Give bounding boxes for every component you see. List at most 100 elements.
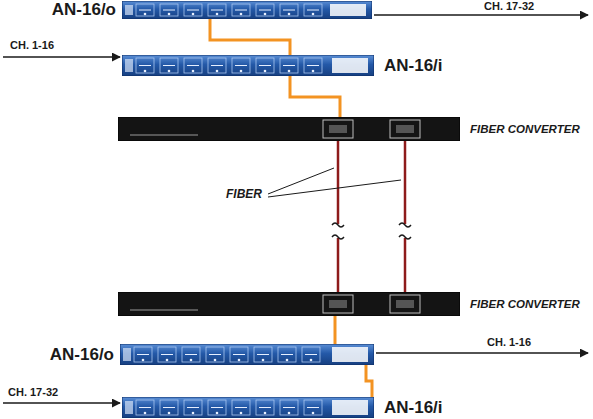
channel-module xyxy=(160,400,178,415)
port-socket xyxy=(396,300,414,308)
led xyxy=(286,359,289,362)
led xyxy=(144,13,147,16)
module-mark xyxy=(211,407,223,408)
logo-plate xyxy=(123,348,131,361)
unit-name: AN-16/i xyxy=(384,398,443,418)
rack-unit: AN-16/o xyxy=(120,344,374,365)
channel-module xyxy=(206,347,224,362)
port-socket xyxy=(396,125,414,133)
led xyxy=(168,412,171,415)
converter-body xyxy=(118,292,460,316)
break-tilde xyxy=(332,223,344,239)
module-mark xyxy=(307,407,319,408)
led xyxy=(264,13,267,16)
panel-line xyxy=(130,135,198,136)
channel-module xyxy=(208,4,226,16)
unit-face xyxy=(122,55,374,76)
led xyxy=(288,412,291,415)
signal-arrow xyxy=(374,14,588,16)
badge xyxy=(332,347,368,362)
unit-body xyxy=(122,55,374,76)
led xyxy=(312,412,315,415)
led xyxy=(168,70,171,73)
rack-unit: AN-16/i xyxy=(122,397,374,418)
converter-name: FIBER CONVERTER xyxy=(470,123,580,135)
unit-face xyxy=(120,344,374,365)
module-mark xyxy=(235,10,247,11)
port-socket xyxy=(329,125,347,133)
converter-name: FIBER CONVERTER xyxy=(470,298,580,310)
led xyxy=(238,359,241,362)
channel-module xyxy=(160,58,178,73)
module-mark xyxy=(163,407,175,408)
channel-module xyxy=(182,347,200,362)
channel-module xyxy=(256,400,274,415)
module-mark xyxy=(259,407,271,408)
channel-module xyxy=(280,58,298,73)
channel-module xyxy=(302,347,320,362)
module-mark xyxy=(259,10,271,11)
module-mark xyxy=(283,10,295,11)
led xyxy=(262,359,265,362)
led xyxy=(264,412,267,415)
channel-module xyxy=(208,400,226,415)
badge xyxy=(332,58,368,73)
led xyxy=(216,412,219,415)
module-mark xyxy=(257,354,269,355)
module-mark xyxy=(233,354,245,355)
module-mark xyxy=(305,354,317,355)
badge xyxy=(330,4,366,16)
led xyxy=(144,70,147,73)
led xyxy=(216,13,219,16)
channel-module xyxy=(136,58,154,73)
channel-module xyxy=(136,400,154,415)
channel-module xyxy=(304,400,322,415)
unit-name: AN-16/o xyxy=(50,345,114,365)
unit-face xyxy=(122,397,374,418)
led xyxy=(288,13,291,16)
channel-module xyxy=(304,4,322,16)
led xyxy=(144,412,147,415)
fiber-converter: FIBER CONVERTER xyxy=(118,292,460,316)
break-tilde xyxy=(399,223,411,239)
unit-body xyxy=(122,397,374,418)
led xyxy=(190,359,193,362)
logo-plate xyxy=(125,59,133,72)
channel-module xyxy=(184,400,202,415)
unit-body xyxy=(120,344,374,365)
channel-module xyxy=(160,4,178,16)
channel-module xyxy=(136,4,154,16)
module-mark xyxy=(283,407,295,408)
channel-module xyxy=(280,400,298,415)
led xyxy=(310,359,313,362)
logo-plate xyxy=(125,401,133,414)
fiber-port xyxy=(390,120,420,138)
fiber-port xyxy=(323,120,353,138)
callout-label: FIBER xyxy=(226,187,262,201)
cat5-cable xyxy=(210,19,290,55)
module-mark xyxy=(161,354,173,355)
channel-module xyxy=(184,58,202,73)
module-mark xyxy=(139,10,151,11)
led xyxy=(192,412,195,415)
channel-label: CH. 1-16 xyxy=(10,39,54,51)
signal-arrow xyxy=(3,402,120,404)
channel-module xyxy=(304,58,322,73)
signal-arrow xyxy=(376,352,588,354)
led xyxy=(288,70,291,73)
fiber-port xyxy=(323,295,353,313)
channel-module xyxy=(158,347,176,362)
module-mark xyxy=(139,65,151,66)
signal-arrow xyxy=(3,56,120,58)
module-mark xyxy=(187,407,199,408)
module-mark xyxy=(283,65,295,66)
led xyxy=(312,70,315,73)
fiber-converter: FIBER CONVERTER xyxy=(118,117,460,141)
badge xyxy=(332,400,368,415)
channel-module xyxy=(232,4,250,16)
channel-module xyxy=(232,400,250,415)
led xyxy=(312,13,315,16)
module-mark xyxy=(211,10,223,11)
led xyxy=(142,359,145,362)
led xyxy=(214,359,217,362)
